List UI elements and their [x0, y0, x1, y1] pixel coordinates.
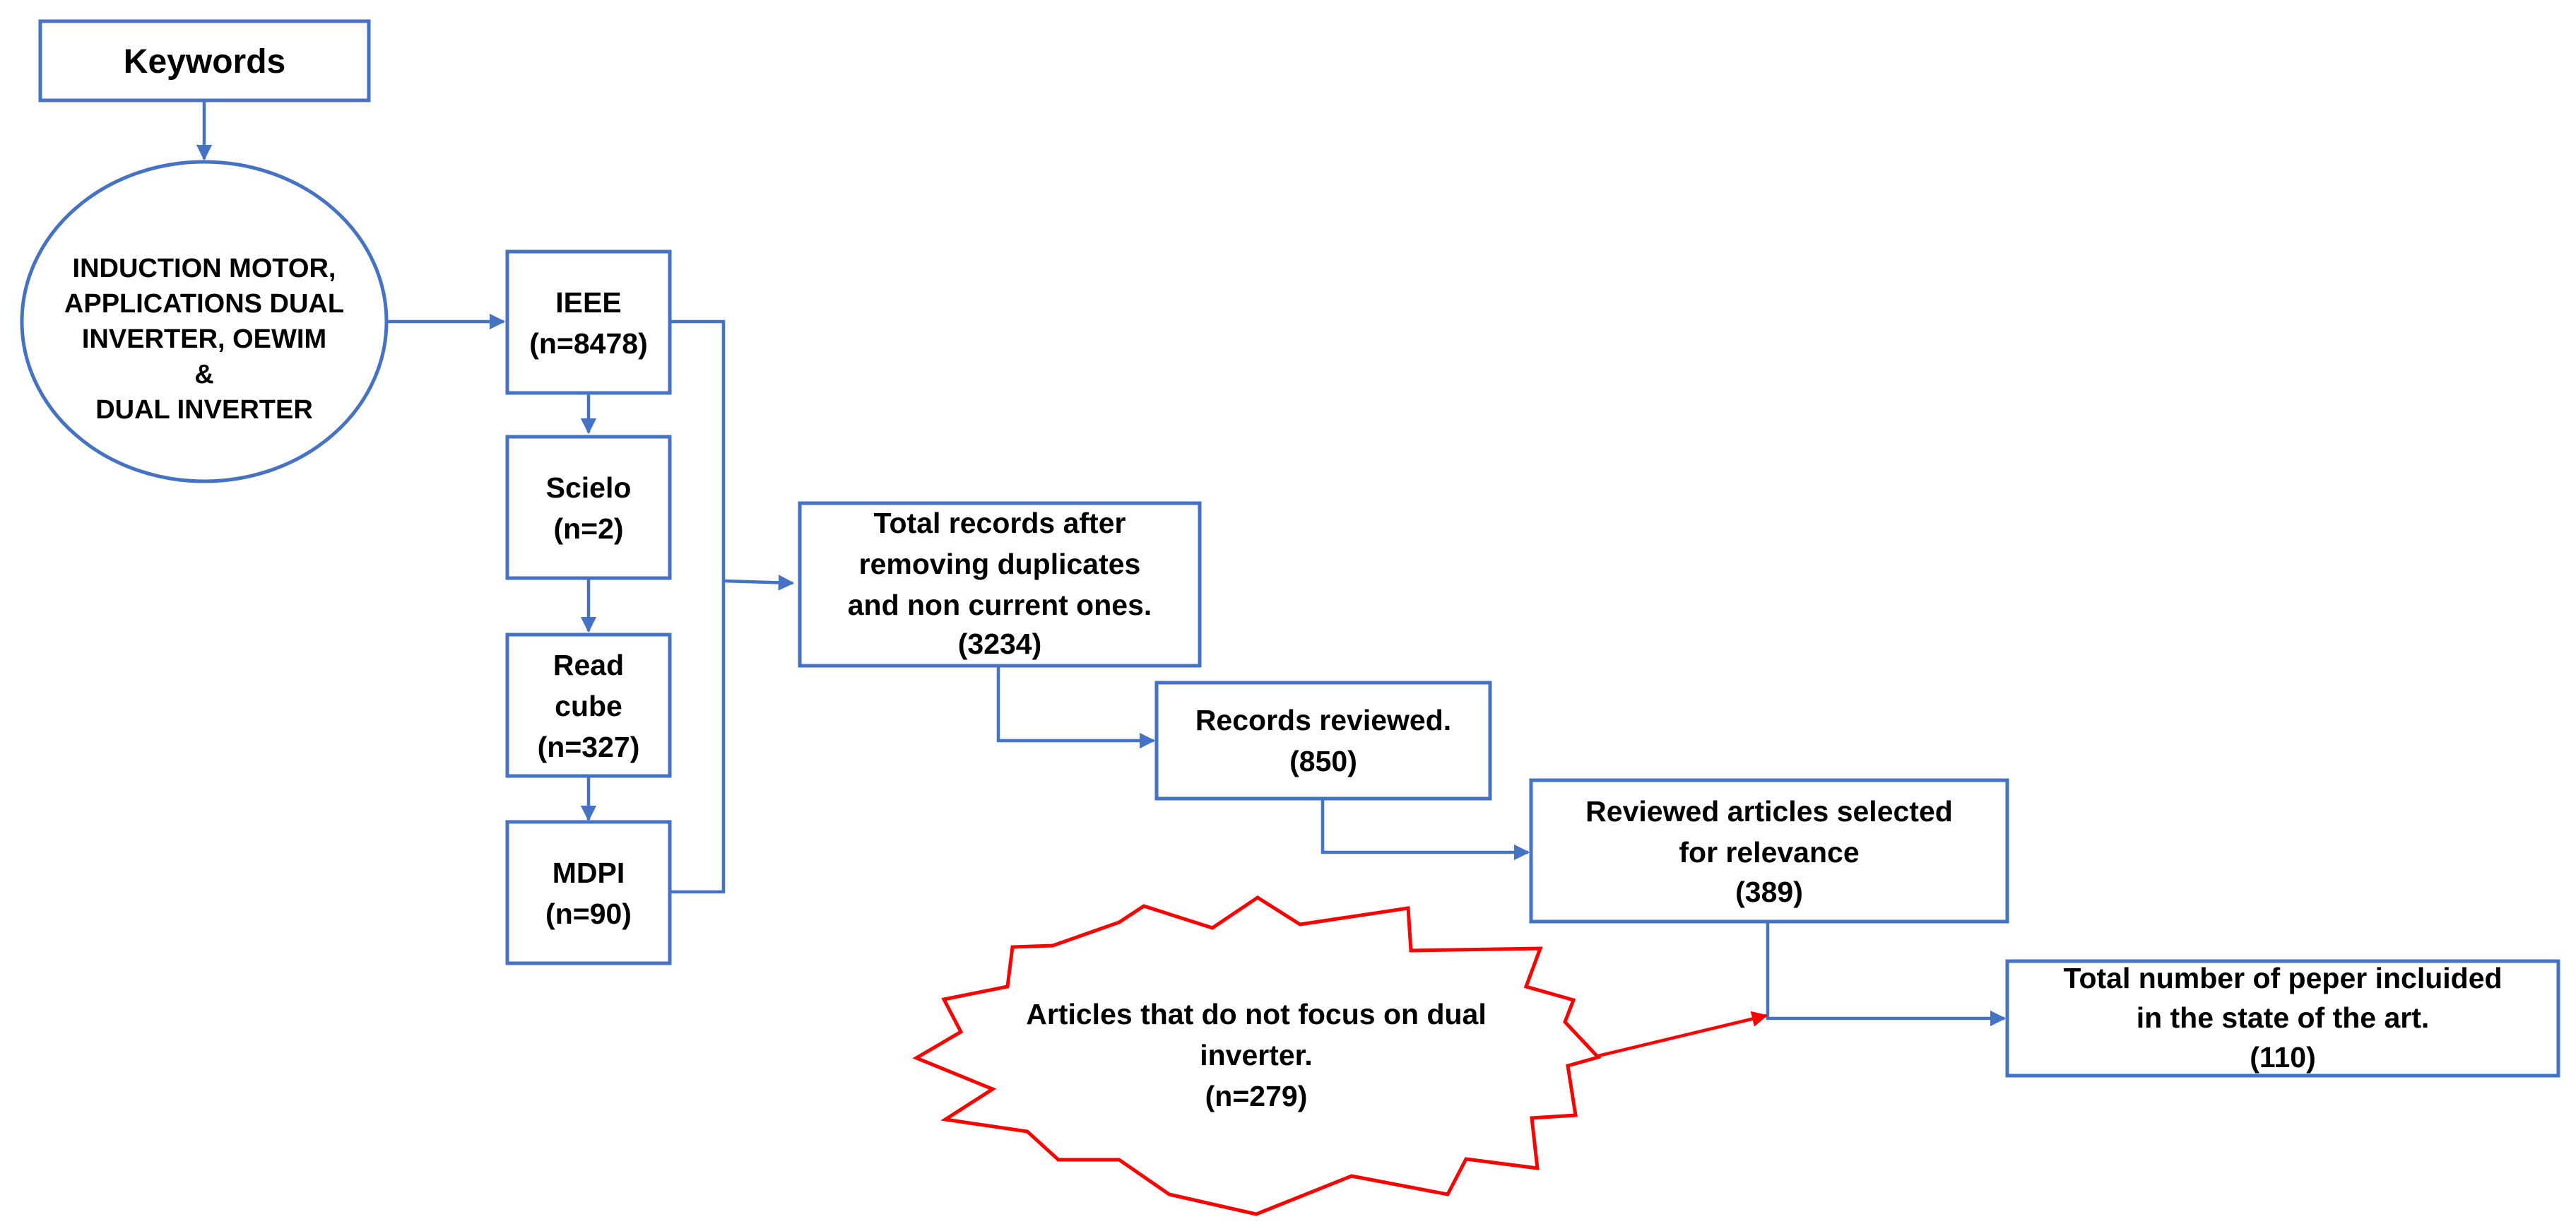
source-count: (n=327) [538, 731, 640, 763]
bracket-sources [671, 319, 726, 894]
source-label: cube [555, 690, 622, 722]
connectors [196, 100, 2007, 1059]
included-line: in the state of the art. [2137, 1001, 2430, 1034]
starburst-shape [912, 895, 1602, 1216]
arrow-sources-to-total-records [723, 575, 795, 591]
total-records-count: (3234) [958, 628, 1042, 660]
included-box: Total number of peper incluided in the s… [2005, 959, 2560, 1078]
source-box-ieee: IEEE (n=8478) [505, 249, 672, 395]
keywords-box: Keywords [38, 19, 371, 102]
total-records-line: removing duplicates [859, 548, 1141, 580]
excluded-line: inverter. [1200, 1039, 1313, 1071]
total-records-line: Total records after [874, 507, 1126, 539]
keywords-label: Keywords [124, 43, 285, 81]
records-reviewed-count: (850) [1289, 745, 1357, 777]
excluded-count: (n=279) [1205, 1080, 1308, 1112]
topic-line: & [194, 360, 213, 389]
arrow-reviewed-to-selected [1321, 799, 1530, 861]
source-label: MDPI [553, 857, 625, 889]
total-records-line: and non current ones. [848, 589, 1152, 621]
topic-line: APPLICATIONS DUAL [64, 289, 344, 319]
source-label: Scielo [546, 471, 632, 504]
topic-line: INVERTER, OEWIM [82, 324, 326, 354]
source-box-scielo: Scielo (n=2) [505, 435, 672, 580]
source-label: IEEE [555, 286, 621, 319]
arrow-selected-to-included [1766, 923, 2007, 1027]
included-count: (110) [2250, 1041, 2315, 1074]
records-reviewed-label: Records reviewed. [1195, 704, 1451, 736]
excluded-starburst: Articles that do not focus on dual inver… [912, 895, 1602, 1216]
topic-line: INDUCTION MOTOR, [73, 254, 336, 283]
source-box-mdpi: MDPI (n=90) [505, 820, 672, 965]
arrow-total-to-reviewed [996, 666, 1156, 749]
topic-ellipse: INDUCTION MOTOR, APPLICATIONS DUAL INVER… [20, 160, 389, 483]
selected-line: Reviewed articles selected [1585, 795, 1953, 828]
source-label: Read [553, 649, 624, 681]
arrow-excluded-to-flow [1595, 1011, 1768, 1059]
selected-line: for relevance [1679, 836, 1859, 869]
selected-box: Reviewed articles selected for relevance… [1529, 778, 2009, 924]
source-count: (n=90) [545, 898, 632, 930]
excluded-line: Articles that do not focus on dual [1026, 998, 1486, 1030]
source-box-readcube: Read cube (n=327) [505, 633, 672, 778]
records-reviewed-box: Records reviewed. (850) [1154, 681, 1492, 801]
included-line: Total number of peper incluided [2063, 962, 2502, 994]
topic-line: DUAL INVERTER [95, 395, 313, 425]
source-count: (n=8478) [529, 327, 648, 360]
source-count: (n=2) [553, 512, 623, 545]
total-records-box: Total records after removing duplicates … [798, 501, 1202, 668]
selected-count: (389) [1735, 876, 1803, 908]
